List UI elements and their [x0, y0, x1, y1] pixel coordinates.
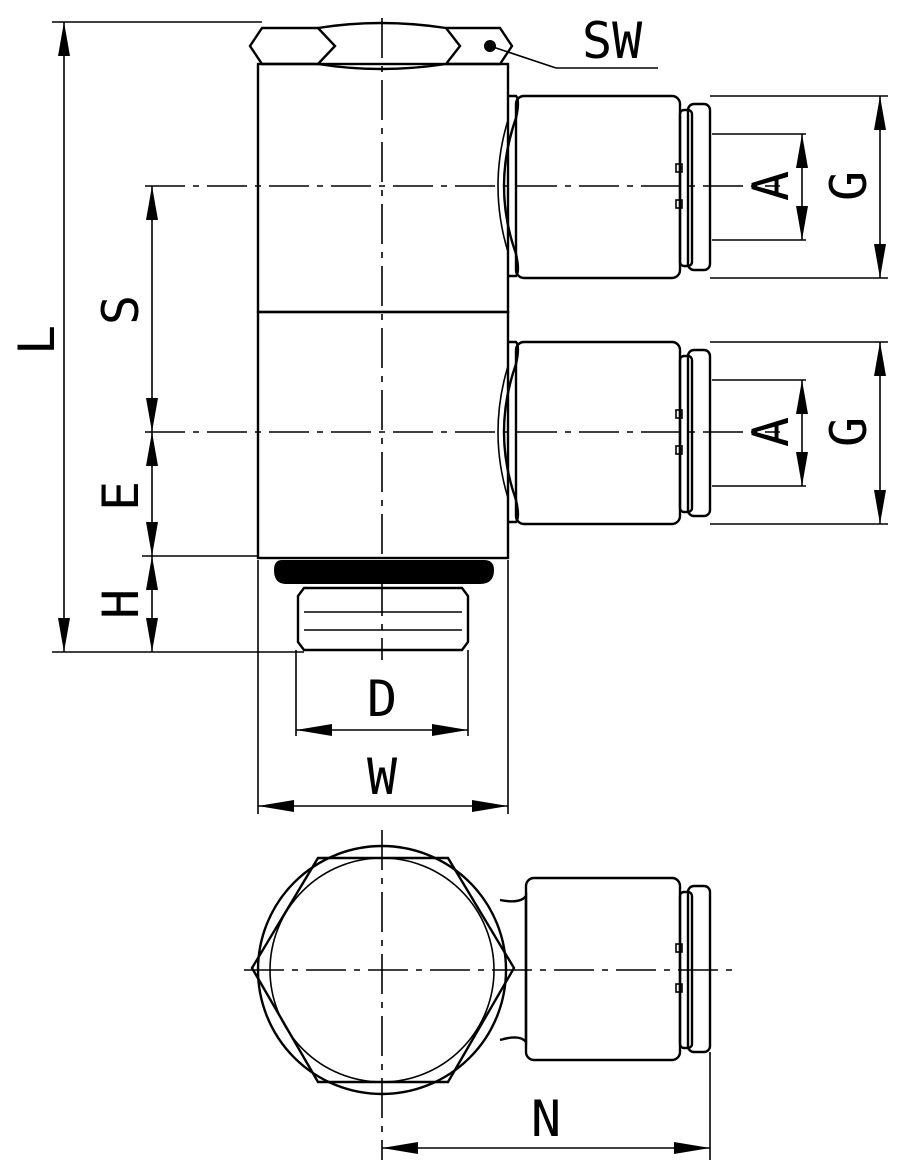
- body-lower-block: [256, 310, 510, 560]
- label-n: N: [531, 1090, 561, 1148]
- label-a-lower: A: [742, 417, 800, 447]
- hex-nut: [248, 21, 514, 71]
- upper-release-collet: [686, 102, 712, 272]
- upper-connector-body: [514, 94, 682, 280]
- top-view: N: [244, 830, 734, 1160]
- label-g-lower: G: [820, 417, 878, 447]
- lower-connector: [497, 340, 712, 526]
- label-s: S: [92, 295, 150, 325]
- o-ring-seal: [274, 560, 494, 584]
- label-g-upper: G: [820, 171, 878, 201]
- front-dimensions: L S E H SW A G: [8, 12, 888, 814]
- thread-stub: [296, 586, 470, 652]
- upper-connector: [497, 94, 712, 280]
- label-d: D: [367, 670, 397, 728]
- body-upper-block: [256, 62, 510, 314]
- top-release-collet: [686, 884, 712, 1054]
- label-sw: SW: [582, 12, 643, 70]
- lower-connector-body: [514, 340, 682, 526]
- label-e: E: [92, 481, 150, 511]
- sw-leader: [489, 45, 557, 69]
- label-a-upper: A: [742, 171, 800, 201]
- front-view: [145, 18, 780, 660]
- top-connector-body: [524, 876, 682, 1062]
- label-h: H: [92, 589, 150, 619]
- label-l: L: [8, 325, 66, 355]
- lower-release-collet: [686, 348, 712, 518]
- top-view-connector: [499, 876, 712, 1062]
- label-w: W: [367, 748, 398, 806]
